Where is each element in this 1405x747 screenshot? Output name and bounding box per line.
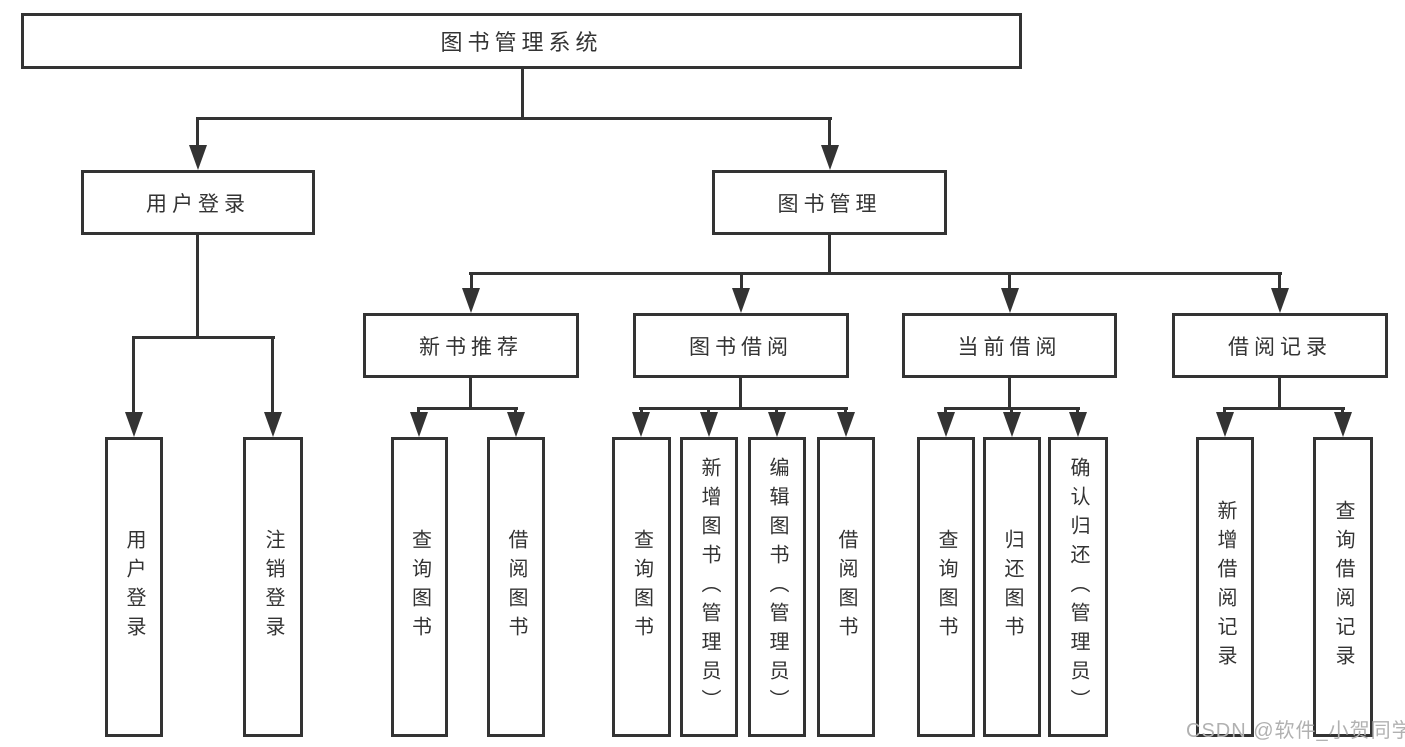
- connector-line: [470, 273, 473, 290]
- connector-line: [469, 272, 1282, 275]
- leaf-borrow-borrow-books: 借阅图书: [817, 437, 875, 737]
- node-new-book-recommend: 新书推荐: [363, 313, 579, 378]
- connector-arrowhead: [768, 412, 786, 437]
- connector-arrowhead: [125, 412, 143, 437]
- leaf-borrow-add-books-admin: 新增图书（管理员）: [680, 437, 738, 737]
- leaf-login-user-login-label: 用户登录: [123, 529, 145, 645]
- connector-arrowhead: [837, 412, 855, 437]
- leaf-recommend-query-books: 查询图书: [391, 437, 448, 737]
- connector-line: [740, 273, 743, 290]
- connector-arrowhead: [732, 288, 750, 313]
- connector-line: [196, 117, 832, 120]
- connector-arrowhead: [189, 145, 207, 170]
- connector-arrowhead: [1334, 412, 1352, 437]
- connector-line: [132, 336, 275, 339]
- connector-arrowhead: [1003, 412, 1021, 437]
- connector-line: [1278, 273, 1281, 290]
- leaf-borrow-query-books: 查询图书: [612, 437, 671, 737]
- connector-arrowhead: [462, 288, 480, 313]
- watermark: CSDN @软件_小贺同学: [1186, 720, 1405, 742]
- connector-arrowhead: [1216, 412, 1234, 437]
- connector-line: [469, 378, 472, 409]
- leaf-records-query-borrow-record: 查询借阅记录: [1313, 437, 1373, 737]
- leaf-borrow-borrow-books-label: 借阅图书: [835, 529, 857, 645]
- connector-arrowhead: [1271, 288, 1289, 313]
- node-user-login-label: 用户登录: [146, 192, 250, 216]
- connector-arrowhead: [1069, 412, 1087, 437]
- connector-line: [1008, 378, 1011, 409]
- leaf-current-query-books-label: 查询图书: [935, 529, 957, 645]
- connector-line: [196, 235, 199, 338]
- connector-arrowhead: [821, 145, 839, 170]
- leaf-login-user-login: 用户登录: [105, 437, 163, 737]
- node-book-management: 图书管理: [712, 170, 947, 235]
- node-current-borrow-label: 当前借阅: [957, 335, 1062, 359]
- connector-line: [828, 118, 831, 148]
- connector-line: [828, 235, 831, 274]
- connector-line: [639, 407, 848, 410]
- connector-line: [739, 378, 742, 409]
- connector-arrowhead: [410, 412, 428, 437]
- connector-line: [196, 118, 199, 148]
- leaf-borrow-add-books-admin-label: 新增图书（管理员）: [698, 456, 720, 718]
- leaf-records-add-borrow-record-label: 新增借阅记录: [1214, 500, 1236, 674]
- leaf-current-return-books-label: 归还图书: [1001, 529, 1023, 645]
- node-user-login: 用户登录: [81, 170, 315, 235]
- connector-arrowhead: [1001, 288, 1019, 313]
- leaf-current-return-books: 归还图书: [983, 437, 1041, 737]
- node-root-label: 图书管理系统: [440, 30, 603, 55]
- connector-arrowhead: [632, 412, 650, 437]
- leaf-borrow-edit-books-admin: 编辑图书（管理员）: [748, 437, 806, 737]
- leaf-records-query-borrow-record-label: 查询借阅记录: [1332, 500, 1354, 674]
- connector-line: [521, 69, 524, 119]
- connector-arrowhead: [507, 412, 525, 437]
- node-borrow-records: 借阅记录: [1172, 313, 1388, 378]
- connector-line: [271, 337, 274, 414]
- leaf-recommend-borrow-books-label: 借阅图书: [505, 529, 527, 645]
- node-current-borrow: 当前借阅: [902, 313, 1117, 378]
- connector-arrowhead: [700, 412, 718, 437]
- leaf-current-query-books: 查询图书: [917, 437, 975, 737]
- leaf-current-confirm-return-admin-label: 确认归还（管理员）: [1067, 456, 1089, 718]
- node-root: 图书管理系统: [21, 13, 1022, 69]
- leaf-recommend-query-books-label: 查询图书: [408, 529, 431, 645]
- leaf-login-logout-label: 注销登录: [262, 529, 284, 645]
- connector-arrowhead: [264, 412, 282, 437]
- leaf-borrow-edit-books-admin-label: 编辑图书（管理员）: [766, 456, 788, 718]
- node-new-book-recommend-label: 新书推荐: [419, 335, 523, 359]
- connector-line: [1278, 378, 1281, 409]
- connector-line: [417, 407, 518, 410]
- node-borrow-records-label: 借阅记录: [1228, 335, 1332, 359]
- connector-arrowhead: [937, 412, 955, 437]
- leaf-borrow-query-books-label: 查询图书: [630, 529, 653, 645]
- leaf-current-confirm-return-admin: 确认归还（管理员）: [1048, 437, 1108, 737]
- node-book-management-label: 图书管理: [777, 192, 882, 216]
- leaf-recommend-borrow-books: 借阅图书: [487, 437, 545, 737]
- connector-line: [1223, 407, 1345, 410]
- connector-line: [132, 337, 135, 414]
- leaf-login-logout: 注销登录: [243, 437, 303, 737]
- leaf-records-add-borrow-record: 新增借阅记录: [1196, 437, 1254, 737]
- node-book-borrow-label: 图书借阅: [689, 335, 793, 359]
- connector-line: [1008, 273, 1011, 290]
- node-book-borrow: 图书借阅: [633, 313, 849, 378]
